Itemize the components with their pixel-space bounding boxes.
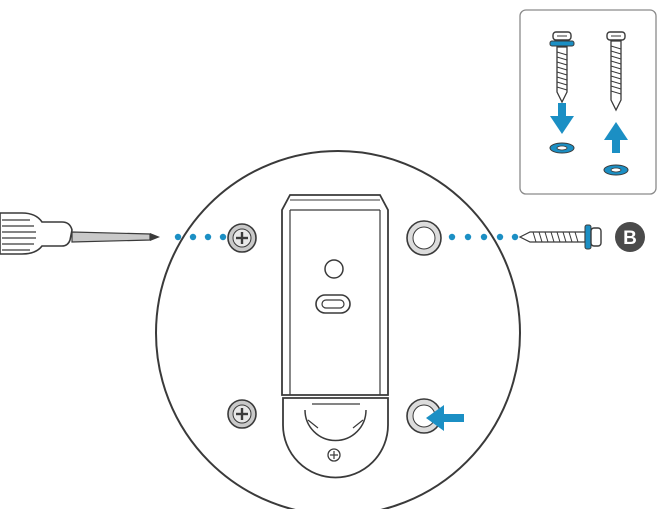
callout-badge: B [615, 222, 645, 252]
insert-arrow-icon [426, 405, 464, 431]
screw-with-washer-icon [549, 31, 575, 104]
screw-icon [606, 31, 626, 112]
screw-b-icon [518, 224, 602, 250]
mounting-hole-top-right-icon [406, 220, 442, 256]
mount-base [155, 150, 521, 509]
arrow-down-icon [550, 103, 574, 134]
washer-icon [549, 142, 575, 154]
arrow-up-icon [604, 122, 628, 153]
washer-icon [603, 164, 629, 176]
guide-dots-left [174, 233, 227, 241]
screwdriver-icon [0, 212, 160, 255]
mounting-bracket [281, 194, 389, 479]
bracket-hole-icon [324, 259, 344, 279]
installed-screw-bottom-left-icon [227, 399, 257, 429]
guide-dots-right [448, 233, 519, 241]
washer-orientation-panel [519, 9, 657, 195]
callout-badge-label: B [623, 228, 637, 249]
installed-screw-top-left-icon [227, 223, 257, 253]
mounting-hole-bottom-right-icon [406, 398, 442, 434]
screw-head-icon [327, 448, 341, 462]
bracket-slot-icon [315, 294, 351, 314]
